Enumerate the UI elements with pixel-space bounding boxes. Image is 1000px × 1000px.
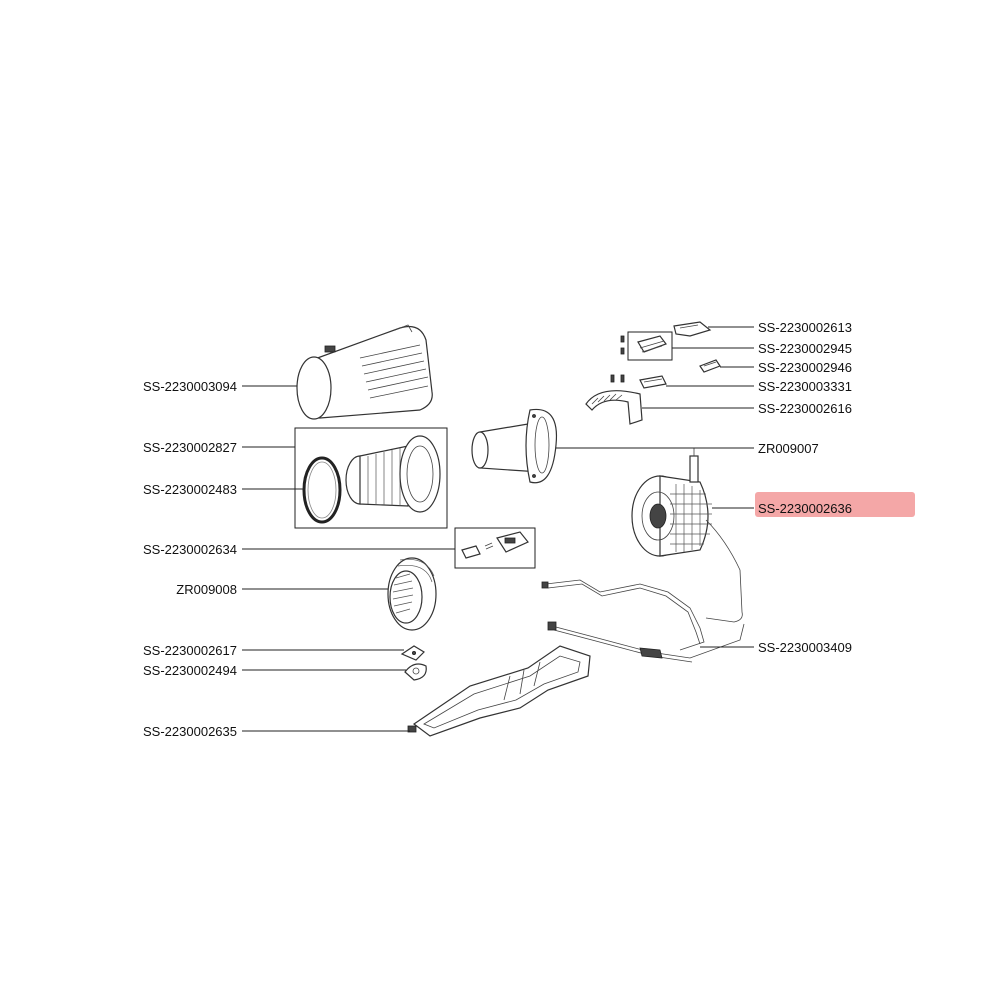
- part-contact-plate[interactable]: [610, 374, 667, 389]
- part-contact-spring[interactable]: [699, 359, 721, 373]
- label-ss-2230003331[interactable]: SS-2230003331: [758, 379, 852, 394]
- part-cyclone-filter[interactable]: [345, 435, 441, 513]
- part-hepa-filter[interactable]: [387, 557, 437, 631]
- part-seal-ring[interactable]: [302, 456, 342, 524]
- label-ss-2230002945[interactable]: SS-2230002945: [758, 341, 852, 356]
- label-zr009007[interactable]: ZR009007: [758, 441, 819, 456]
- part-labels: SS-2230002613 SS-2230002945 SS-223000294…: [143, 320, 852, 739]
- part-pre-filter-tube[interactable]: [471, 408, 558, 484]
- selected-label-highlight: [755, 492, 915, 517]
- label-ss-2230002616[interactable]: SS-2230002616: [758, 401, 852, 416]
- label-ss-2230002827[interactable]: SS-2230002827: [143, 440, 237, 455]
- part-small-cover[interactable]: [404, 663, 427, 681]
- part-handle-frame[interactable]: [407, 645, 591, 737]
- label-ss-2230002483[interactable]: SS-2230002483: [143, 482, 237, 497]
- group-box-filter-assembly: [294, 427, 448, 529]
- group-box-latch: [454, 527, 536, 569]
- part-top-cover[interactable]: [585, 390, 643, 425]
- part-latch[interactable]: [461, 531, 529, 559]
- label-ss-2230002494[interactable]: SS-2230002494: [143, 663, 237, 678]
- label-ss-2230003094[interactable]: SS-2230003094: [143, 379, 237, 394]
- label-ss-2230002613[interactable]: SS-2230002613: [758, 320, 852, 335]
- part-motor[interactable]: [631, 448, 712, 557]
- label-zr009008[interactable]: ZR009008: [176, 582, 237, 597]
- label-ss-2230002636[interactable]: SS-2230002636: [758, 501, 852, 516]
- part-dust-container[interactable]: [296, 324, 433, 420]
- part-switch[interactable]: [620, 335, 667, 355]
- part-wiring-harness[interactable]: [541, 519, 745, 663]
- leader-lines: [242, 326, 754, 732]
- part-small-clip[interactable]: [400, 645, 425, 661]
- label-ss-2230002634[interactable]: SS-2230002634: [143, 542, 237, 557]
- label-ss-2230003409[interactable]: SS-2230003409: [758, 640, 852, 655]
- part-button-cap[interactable]: [673, 321, 712, 337]
- label-ss-2230002617[interactable]: SS-2230002617: [143, 643, 237, 658]
- label-ss-2230002635[interactable]: SS-2230002635: [143, 724, 237, 739]
- group-box-switch: [627, 331, 673, 361]
- label-ss-2230002946[interactable]: SS-2230002946: [758, 360, 852, 375]
